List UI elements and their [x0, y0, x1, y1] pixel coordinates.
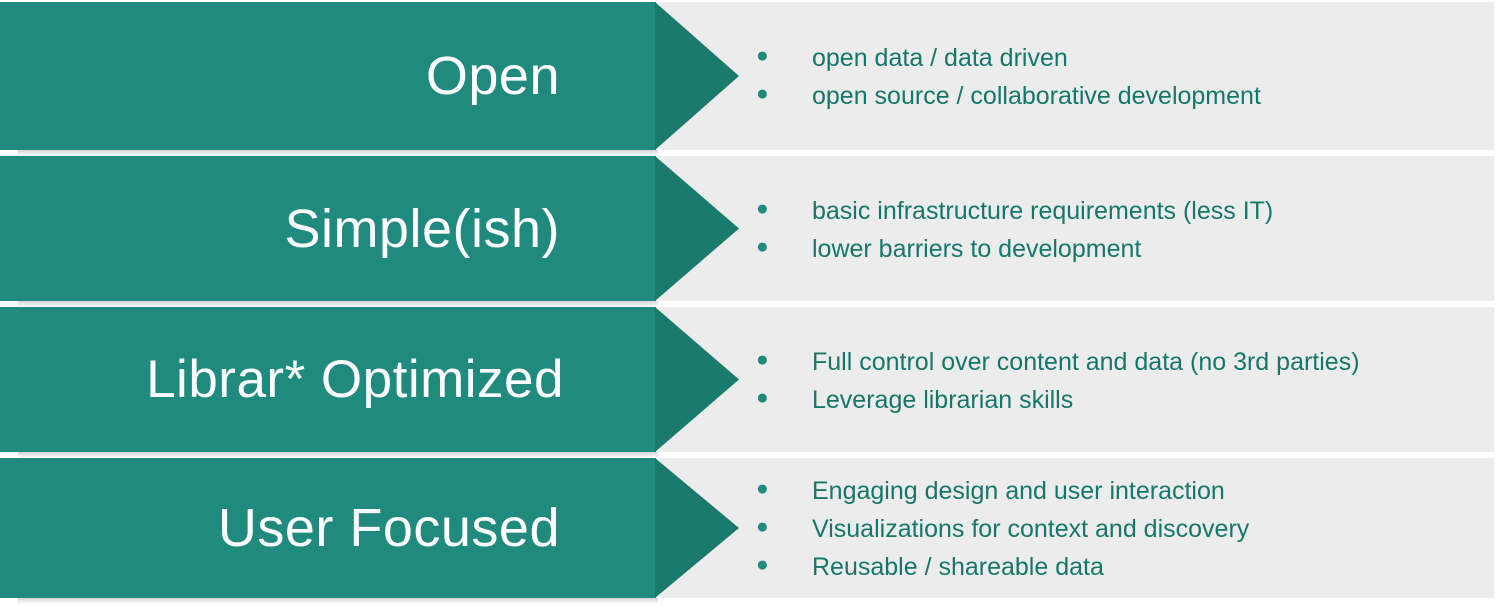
bullet-text: Full control over content and data (no 3… [812, 347, 1360, 376]
bullet-list-open: open data / data driven open source / co… [756, 2, 1493, 150]
arrow-label-open: Open [425, 46, 560, 106]
arrow-head-icon [655, 156, 739, 301]
diagram-row-user-focused: User Focused Engaging design and user in… [0, 458, 1503, 604]
bullet-text: lower barriers to development [812, 234, 1142, 263]
row-content-panel [660, 156, 1494, 301]
bullet-text: basic infrastructure requirements (less … [812, 196, 1274, 225]
row-shadow [18, 301, 658, 307]
bullet-list-simple: basic infrastructure requirements (less … [756, 156, 1493, 301]
list-item: Reusable / shareable data [756, 548, 1493, 586]
row-shadow [18, 452, 658, 458]
arrow-head-icon [655, 307, 739, 452]
arrow-shape [0, 156, 740, 301]
row-shadow [18, 150, 658, 156]
row-shadow [18, 598, 658, 604]
bullet-dot-icon [756, 478, 812, 499]
bullet-dot-icon [756, 198, 812, 219]
bullet-dot-icon [756, 83, 812, 104]
list-item: open source / collaborative development [756, 77, 1493, 115]
arrow-body [0, 307, 656, 452]
arrow-label-library-optimized: Librar* Optimized [146, 350, 564, 409]
list-item: Leverage librarian skills [756, 381, 1493, 419]
list-item: open data / data driven [756, 39, 1493, 77]
row-content-panel [660, 307, 1494, 452]
arrow-shape [0, 2, 740, 150]
bullet-text: open data / data driven [812, 44, 1068, 72]
arrow-label-simple: Simple(ish) [284, 198, 560, 259]
diagram-row-library-optimized: Librar* Optimized Full control over cont… [0, 307, 1503, 458]
arrow-shape [0, 307, 740, 452]
bullet-dot-icon [756, 349, 812, 370]
diagram-row-open: Open open data / data driven open source… [0, 2, 1503, 156]
diagram-row-simple: Simple(ish) basic infrastructure require… [0, 156, 1503, 307]
bullet-dot-icon [756, 387, 812, 408]
arrow-body [0, 458, 656, 598]
row-content-panel [660, 2, 1494, 150]
bullet-list-user-focused: Engaging design and user interaction Vis… [756, 458, 1493, 598]
bullet-list-library-optimized: Full control over content and data (no 3… [756, 307, 1493, 452]
bullet-text: Reusable / shareable data [812, 553, 1104, 581]
arrow-shape [0, 458, 740, 598]
bullet-dot-icon [756, 554, 812, 575]
bullet-dot-icon [756, 236, 812, 257]
arrow-head-icon [655, 458, 739, 598]
arrow-body [0, 2, 656, 150]
list-item: Full control over content and data (no 3… [756, 343, 1493, 381]
list-item: lower barriers to development [756, 230, 1493, 268]
bullet-dot-icon [756, 45, 812, 66]
bullet-text: Leverage librarian skills [812, 385, 1074, 414]
arrow-body [0, 156, 656, 301]
list-item: basic infrastructure requirements (less … [756, 192, 1493, 230]
bullet-dot-icon [756, 516, 812, 537]
bullet-text: Visualizations for context and discovery [812, 515, 1250, 543]
arrow-label-user-focused: User Focused [217, 498, 560, 558]
bullet-text: open source / collaborative development [812, 82, 1261, 110]
bullet-text: Engaging design and user interaction [812, 477, 1225, 505]
list-item: Visualizations for context and discovery [756, 510, 1493, 548]
arrow-head-icon [655, 2, 739, 150]
list-item: Engaging design and user interaction [756, 472, 1493, 510]
